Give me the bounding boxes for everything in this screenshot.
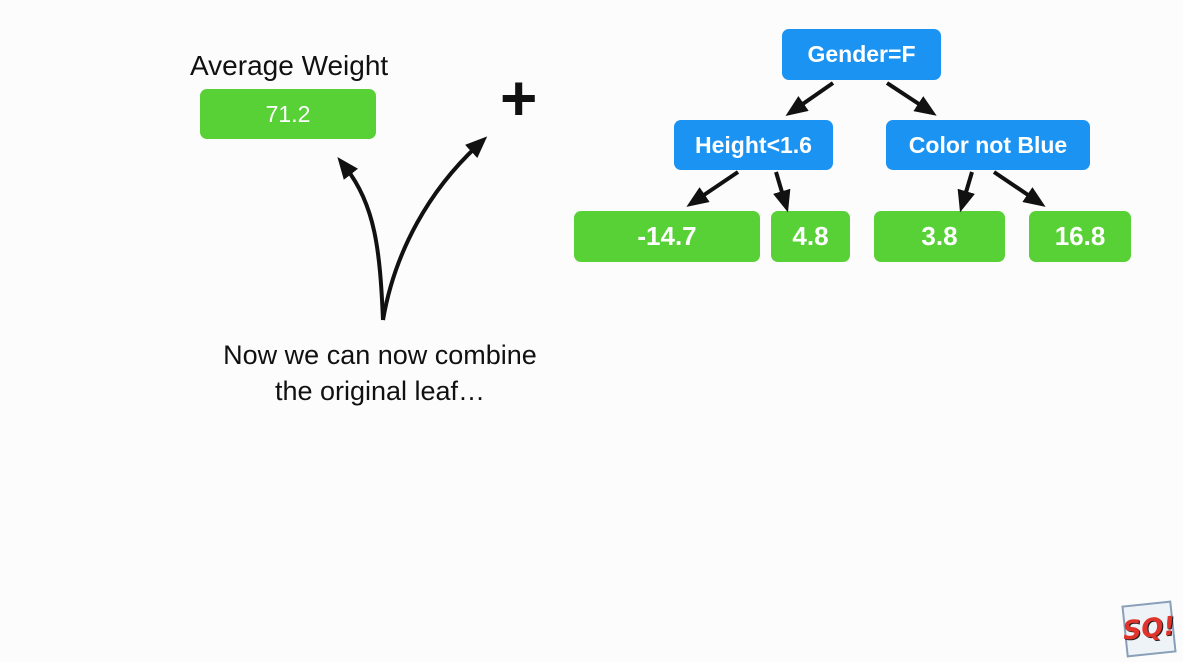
tree-leaf-4: 16.8	[1029, 211, 1131, 262]
channel-logo-text: SQ!	[1121, 611, 1177, 647]
tree-arrow-root-right	[885, 81, 937, 116]
channel-logo: SQ!	[1121, 600, 1177, 658]
tree-arrow-left-leaf1	[686, 170, 740, 207]
arrow-to-leaf	[337, 156, 385, 321]
tree-leaf-1: -14.7	[574, 211, 760, 262]
arrow-to-plus	[381, 136, 488, 321]
tree-leaf-3: 3.8	[874, 211, 1005, 262]
tree-node-height: Height<1.6	[674, 120, 833, 170]
tree-node-color: Color not Blue	[886, 120, 1090, 170]
tree-root-node: Gender=F	[782, 29, 941, 80]
tree-arrow-right-leaf3	[957, 171, 975, 213]
tree-arrow-right-leaf4	[992, 170, 1046, 207]
tree-arrow-root-left	[785, 81, 835, 116]
average-weight-label: Average Weight	[190, 50, 389, 81]
plus-sign: +	[500, 62, 538, 134]
caption-line-2: the original leaf…	[274, 376, 486, 406]
tree-arrow-left-leaf2	[773, 171, 791, 213]
caption: Now we can now combine the original leaf…	[180, 337, 580, 409]
average-weight-leaf: 71.2	[200, 89, 376, 139]
tree-leaf-2: 4.8	[771, 211, 850, 262]
caption-line-1: Now we can now combine	[223, 340, 537, 370]
